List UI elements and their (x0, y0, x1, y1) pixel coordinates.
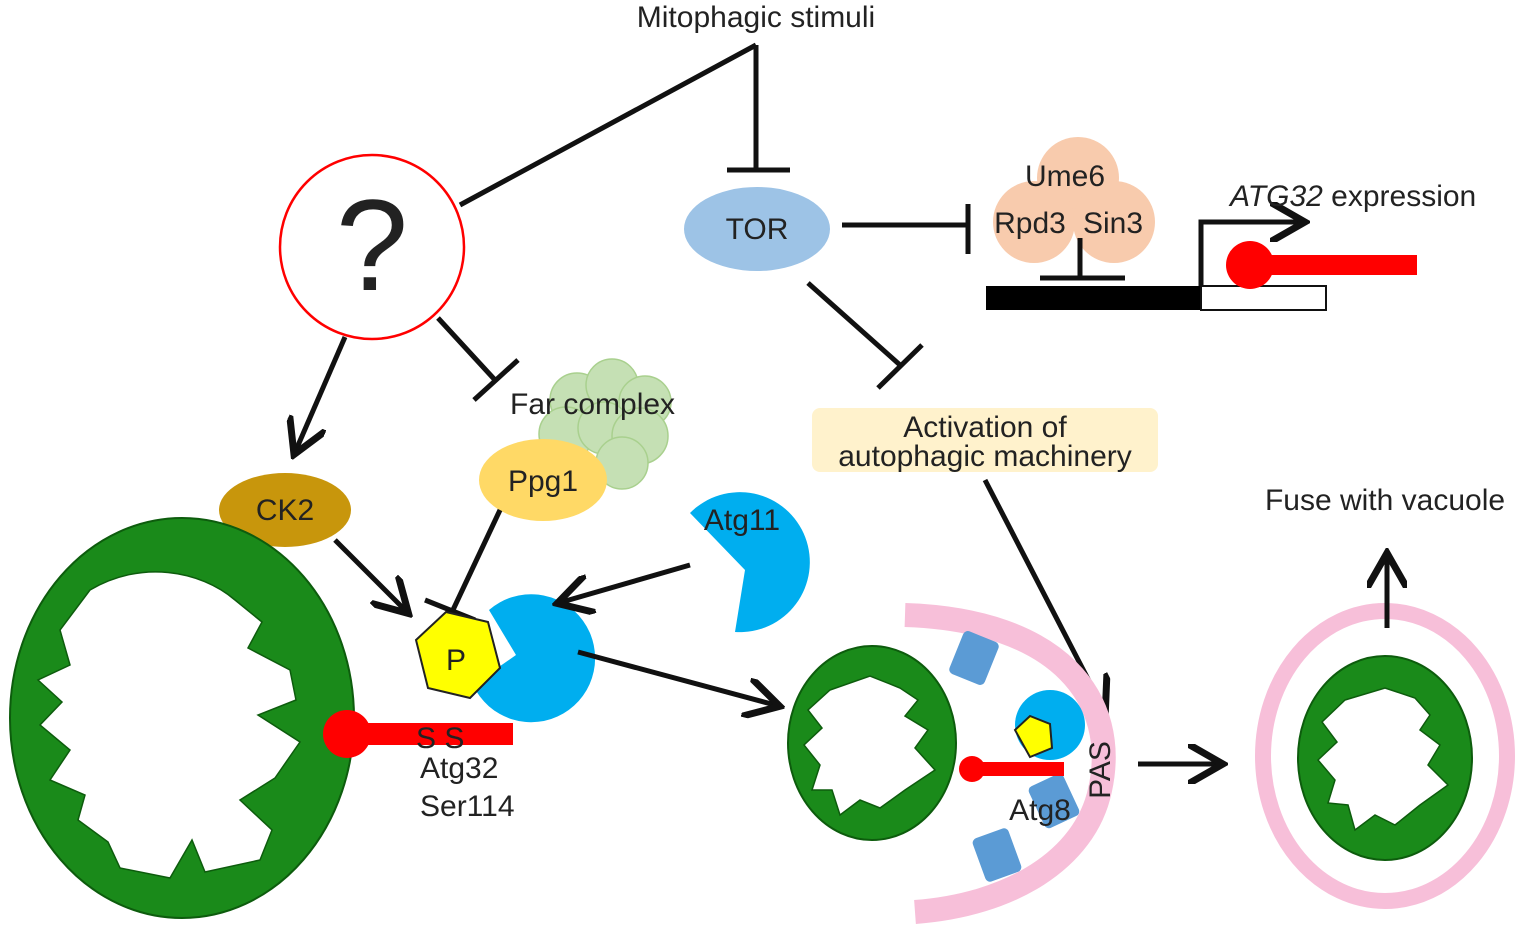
serine-sites-label: S S (416, 722, 464, 755)
activation-label-line2: autophagic machinery (838, 440, 1132, 473)
mitochondrion-small-cristae (1316, 687, 1450, 832)
sin3-label: Sin3 (1083, 207, 1143, 240)
unknown-to-ck2-arrow (296, 336, 348, 450)
atg32-at-pas-tail (972, 762, 1064, 776)
unknown-inhibits-far-bar (472, 358, 520, 402)
tor-inhibits-activation-bar (876, 343, 924, 390)
tor-label: TOR (726, 213, 789, 246)
ser114-label: Ser114 (420, 790, 515, 823)
atg11-recruitment-arrow (562, 562, 691, 602)
unknown-factor-circle (278, 153, 466, 341)
tor-node (684, 187, 830, 271)
atg32-protein-tail (1250, 255, 1417, 275)
activation-label-line1: Activation of (903, 411, 1067, 444)
pas-label: PAS (1084, 741, 1117, 799)
mitochondrion-large-cristae (36, 571, 302, 879)
atg8-2 (1028, 773, 1080, 829)
atg32-label: Atg32 (420, 752, 498, 785)
rpd3-subunit (993, 181, 1075, 263)
ppg1-inhibits-phospho-line (449, 508, 503, 614)
ume6-label: Ume6 (1025, 160, 1105, 193)
atg8-3 (972, 828, 1022, 882)
ck2-to-phospho-arrow (333, 538, 405, 610)
atg11-label: Atg11 (704, 504, 780, 537)
atg32-coding-region (1200, 285, 1327, 311)
mitophagic-stimuli-label: Mitophagic stimuli (637, 1, 875, 34)
atg8-label: Atg8 (1009, 794, 1071, 827)
transcription-start-arrow (1198, 222, 1300, 286)
ck2-label: CK2 (256, 494, 314, 527)
fuse-with-vacuole-label: Fuse with vacuole (1265, 484, 1505, 517)
mitochondrion-medium-cristae (802, 675, 937, 817)
ppg1-label: Ppg1 (508, 465, 578, 498)
rpd3-label: Rpd3 (994, 207, 1066, 240)
atg32-receptor-tail (345, 723, 513, 745)
phospho-at-pas (1013, 714, 1054, 759)
sin3-subunit (1073, 181, 1155, 263)
to-pas-arrow (577, 649, 775, 705)
atg11-free (690, 492, 810, 633)
unknown-inhibits-far-line (436, 316, 497, 382)
atg11-bound (473, 594, 596, 723)
stimuli-to-unknown-line (458, 42, 758, 208)
phospho-hexagon (414, 610, 502, 700)
activation-box (812, 408, 1158, 472)
ppg1-node (479, 439, 607, 521)
phospho-label: P (446, 644, 466, 677)
ck2-node (219, 473, 351, 547)
atg8-1 (949, 631, 999, 685)
far-complex-label: Far complex (510, 388, 675, 421)
tor-inhibits-activation-line (806, 281, 902, 367)
pas-membrane-arc (904, 603, 1116, 924)
atg32-receptor-head (323, 710, 371, 758)
atg32-at-pas-head (959, 756, 985, 782)
promoter-region (986, 286, 1201, 310)
atg32-expression-label: ATG32 expression (1228, 180, 1476, 213)
unknown-factor-label: ? (336, 172, 408, 318)
